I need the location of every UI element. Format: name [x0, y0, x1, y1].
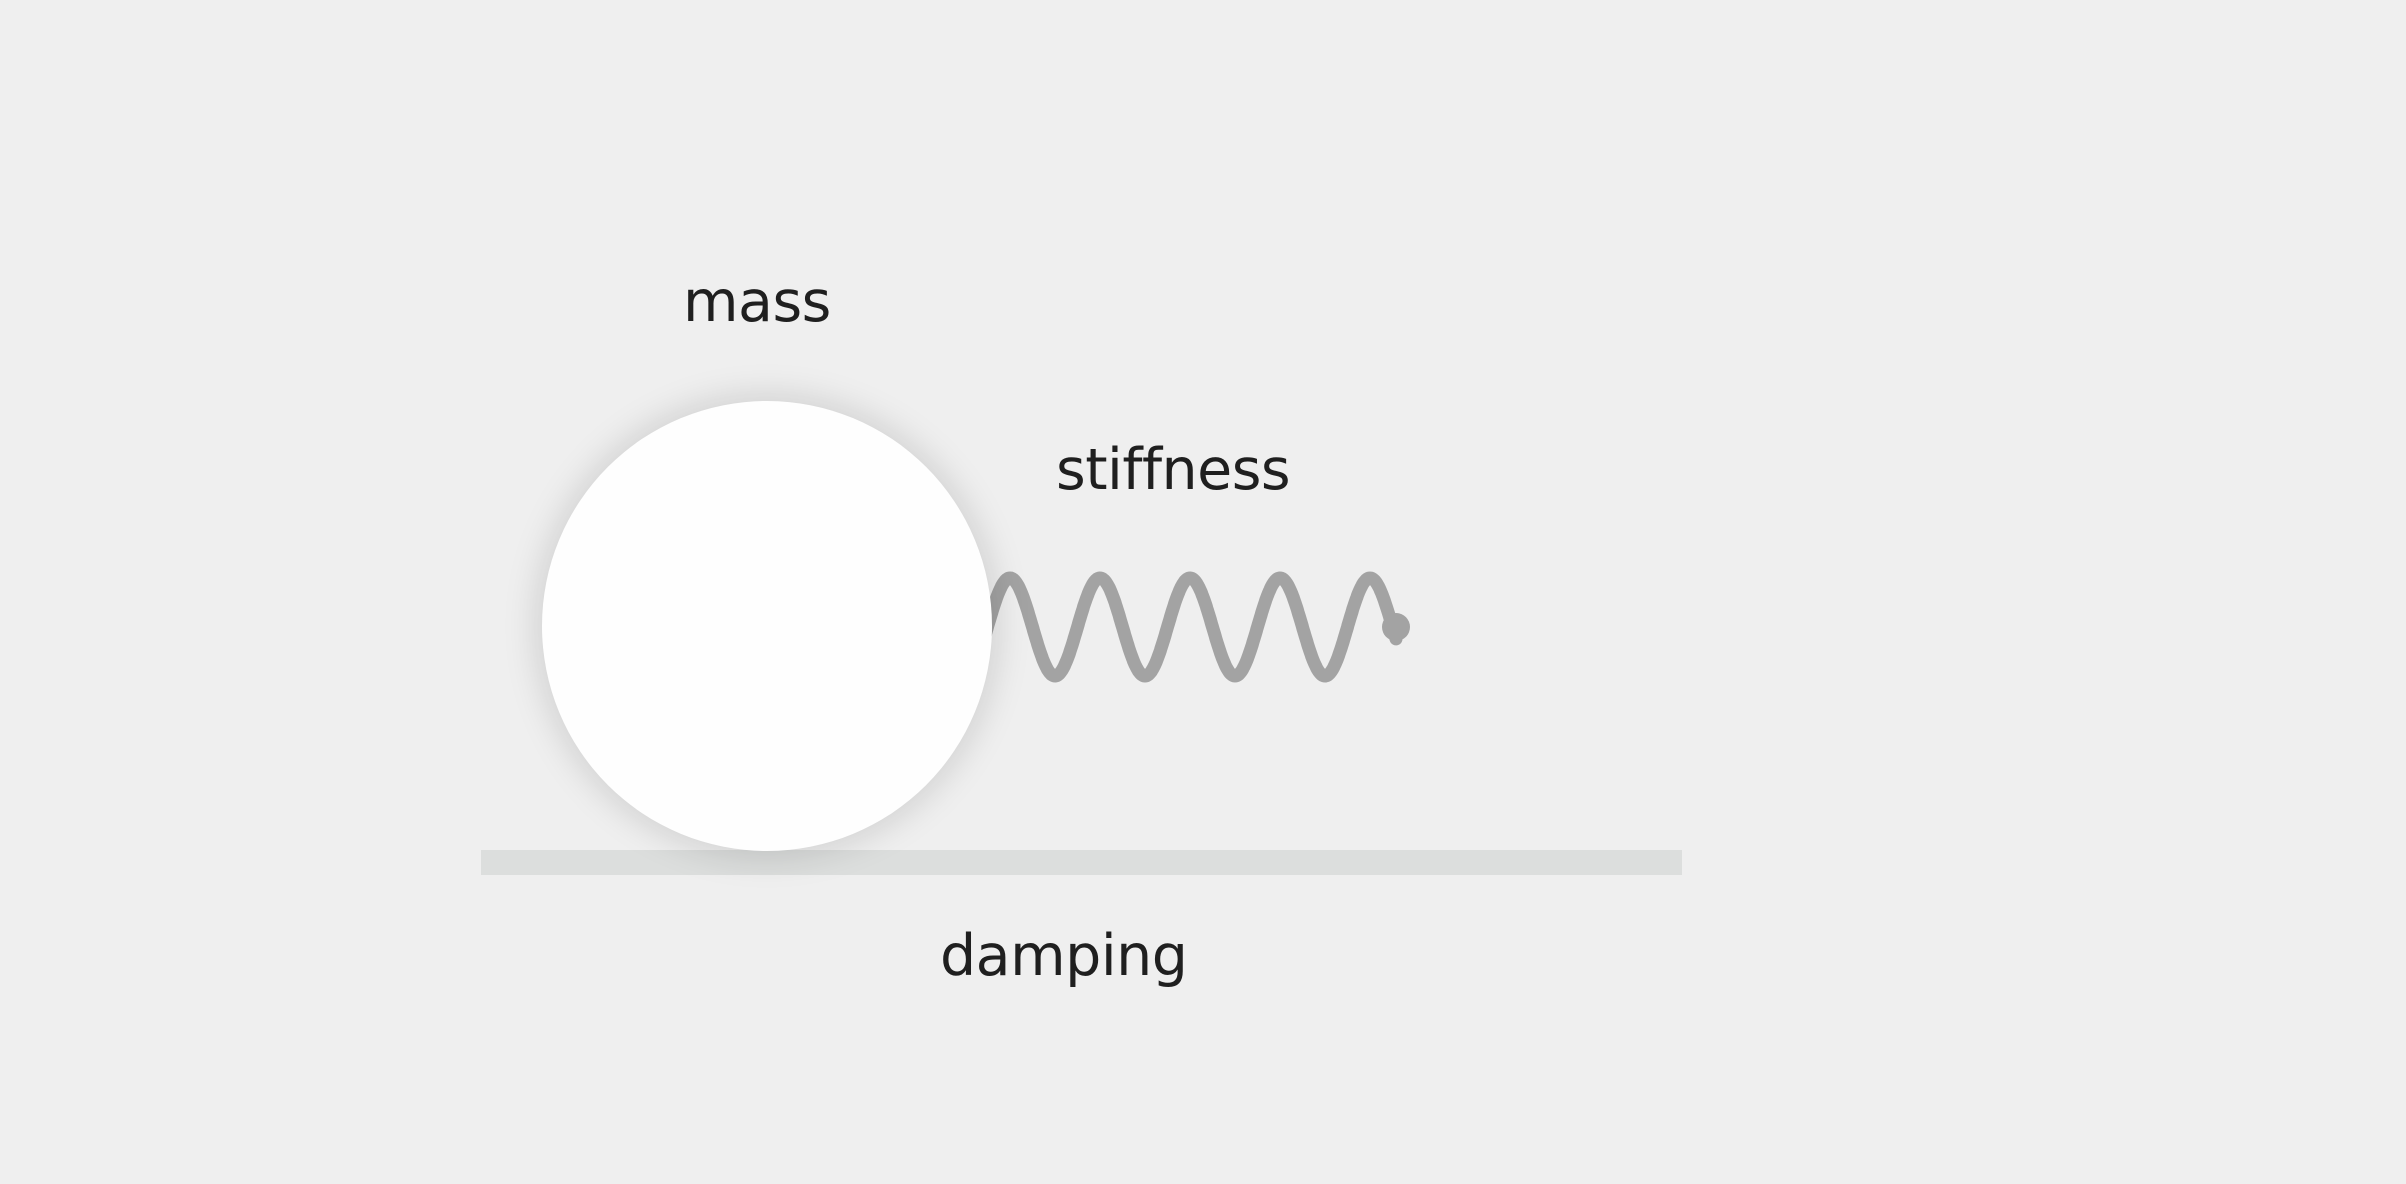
damping-label: damping	[940, 923, 1188, 989]
ground-surface	[481, 850, 1682, 875]
mass-ball	[542, 401, 992, 851]
spring-anchor-point	[1382, 613, 1410, 641]
stiffness-label: stiffness	[1056, 437, 1291, 503]
mass-label: mass	[683, 269, 831, 335]
spring-coil	[978, 571, 1403, 683]
